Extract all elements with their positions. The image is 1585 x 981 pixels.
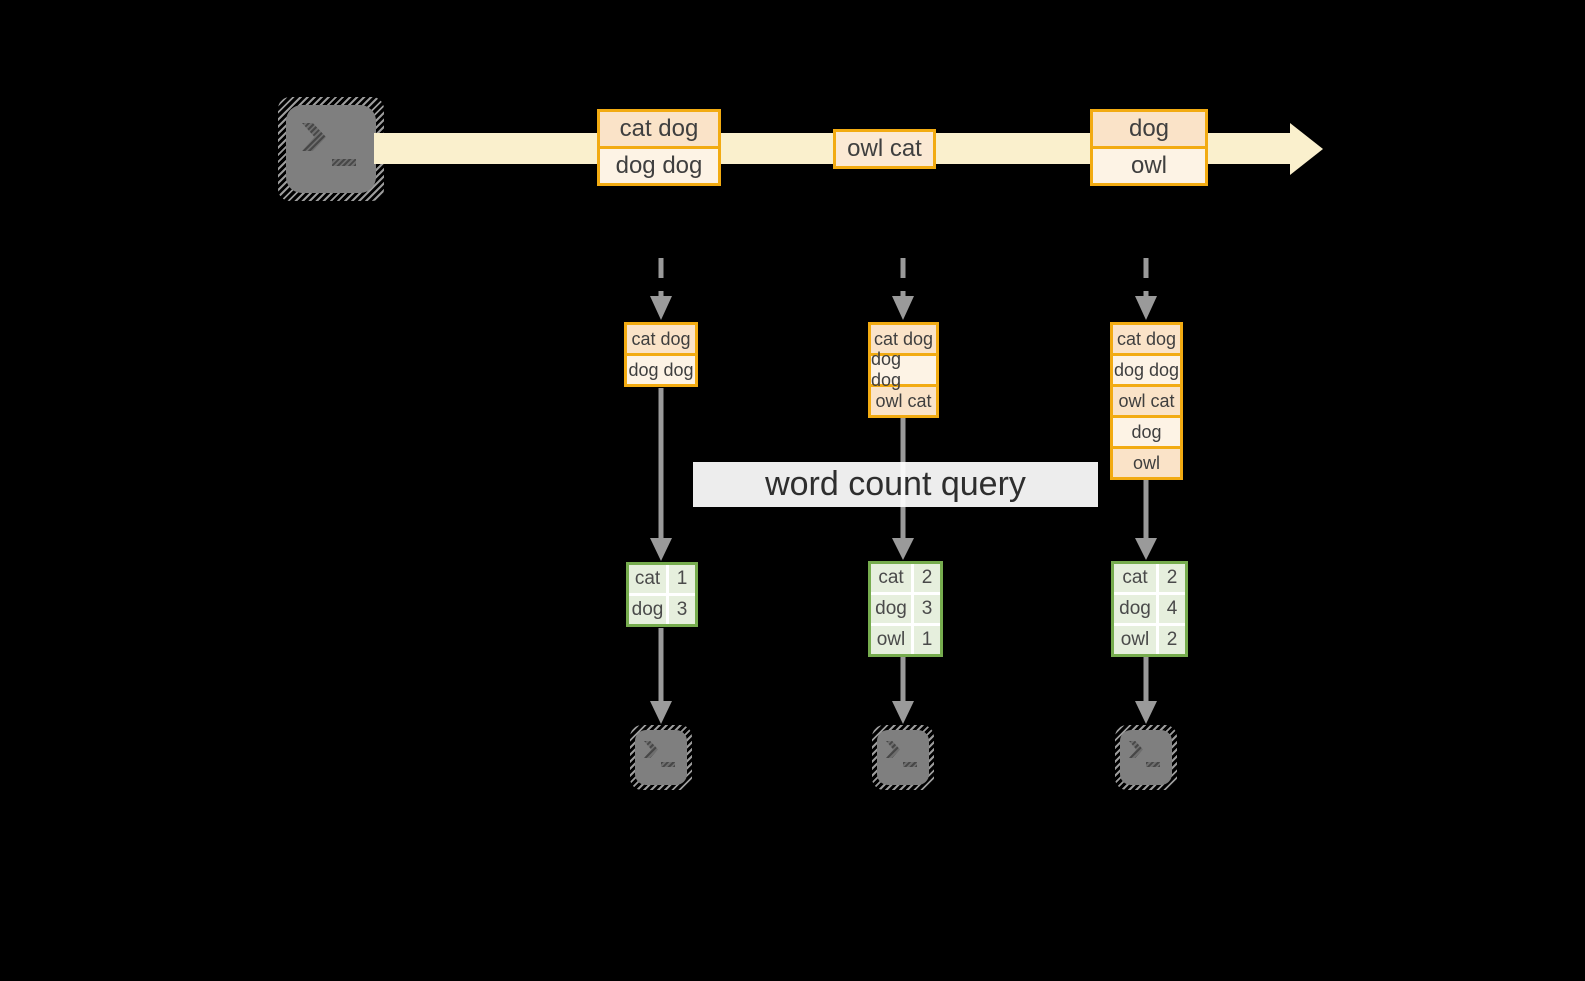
sink-terminal-icon	[1115, 725, 1177, 790]
message-line: owl	[1093, 149, 1205, 183]
sink-terminal-icon	[872, 725, 934, 790]
prompt-cursor-icon	[661, 762, 675, 767]
word-cell: cat	[1114, 564, 1156, 592]
count-cell: 1	[914, 626, 940, 654]
terminal-body	[635, 730, 687, 785]
count-cell: 2	[1159, 564, 1185, 592]
prompt-cursor-icon	[1146, 762, 1160, 767]
word-cell: cat	[871, 564, 911, 592]
buffer-stack: cat dog dog dog owl cat	[868, 322, 939, 418]
buffer-line: dog	[1113, 418, 1180, 446]
word-cell: owl	[871, 626, 911, 654]
count-table: cat 1 dog 3	[626, 562, 698, 627]
message-line: dog	[1093, 112, 1205, 146]
source-terminal-icon	[278, 97, 384, 201]
buffer-line: dog dog	[1113, 356, 1180, 384]
message-line: owl cat	[836, 132, 933, 166]
count-cell: 2	[1159, 626, 1185, 654]
message-line: cat dog	[600, 112, 718, 146]
query-label: word count query	[765, 465, 1026, 503]
buffer-line: owl cat	[1113, 387, 1180, 415]
buffer-line: owl	[1113, 449, 1180, 477]
prompt-cursor-icon	[332, 159, 356, 166]
word-cell: dog	[871, 595, 911, 623]
prompt-cursor-icon	[903, 762, 917, 767]
count-cell: 1	[669, 565, 695, 593]
terminal-body	[286, 105, 376, 193]
terminal-body	[1120, 730, 1172, 785]
stream-message: dog owl	[1090, 109, 1208, 186]
query-label-band: word count query	[693, 462, 1098, 507]
count-table: cat 2 dog 4 owl 2	[1111, 561, 1188, 657]
message-line: dog dog	[600, 149, 718, 183]
word-cell: owl	[1114, 626, 1156, 654]
buffer-stack: cat dog dog dog	[624, 322, 698, 387]
count-cell: 3	[914, 595, 940, 623]
buffer-line: cat dog	[1113, 325, 1180, 353]
prompt-chevron-icon	[644, 741, 658, 758]
word-cell: dog	[629, 596, 666, 624]
count-cell: 4	[1159, 595, 1185, 623]
buffer-line: dog dog	[627, 356, 695, 384]
prompt-chevron-icon	[886, 741, 900, 758]
buffer-line: cat dog	[627, 325, 695, 353]
count-table: cat 2 dog 3 owl 1	[868, 561, 943, 657]
prompt-chevron-icon	[1129, 741, 1143, 758]
count-cell: 3	[669, 596, 695, 624]
prompt-chevron-icon	[302, 123, 326, 151]
word-cell: cat	[629, 565, 666, 593]
count-cell: 2	[914, 564, 940, 592]
stream-message: cat dog dog dog	[597, 109, 721, 186]
buffer-line: cat dog	[871, 325, 936, 353]
word-cell: dog	[1114, 595, 1156, 623]
buffer-line: owl cat	[871, 387, 936, 415]
buffer-stack: cat dog dog dog owl cat dog owl	[1110, 322, 1183, 480]
buffer-line: dog dog	[871, 349, 936, 390]
stream-message: owl cat	[833, 129, 936, 169]
stream-arrowhead-icon	[1290, 123, 1323, 175]
terminal-body	[877, 730, 929, 785]
sink-terminal-icon	[630, 725, 692, 790]
